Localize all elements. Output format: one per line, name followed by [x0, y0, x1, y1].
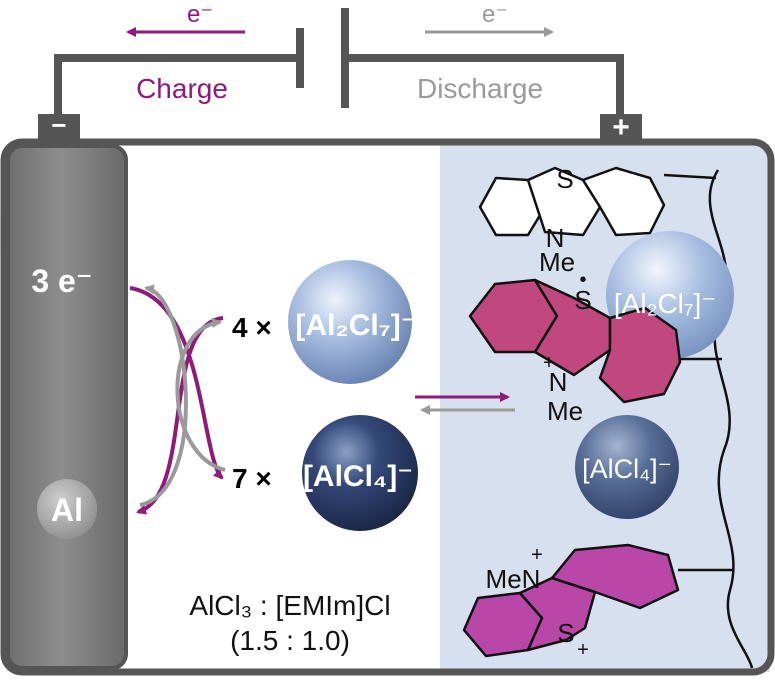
anode-electrons-label: 3 e⁻	[31, 263, 92, 299]
dication-right-ring	[550, 543, 680, 610]
discharge-arrow-upper	[139, 284, 188, 507]
phenothiazine-radical-cation	[468, 278, 682, 404]
anode-slab	[6, 144, 128, 670]
radical-sulfur: S	[574, 285, 591, 315]
radical-nitrogen: N	[549, 367, 568, 397]
linker-top	[663, 173, 717, 180]
positive-terminal-sign: +	[612, 111, 630, 144]
charge-label: Charge	[136, 73, 228, 104]
negative-terminal-sign: −	[51, 110, 66, 140]
neutral-nitrogen: N	[546, 223, 565, 253]
radical-right-ring	[598, 306, 682, 404]
electron-label-discharge: e⁻	[482, 1, 508, 28]
circuit-wire-left	[54, 54, 300, 118]
alcl4-formula: [AlCl₄]⁻	[303, 460, 413, 493]
discharge-label: Discharge	[417, 73, 543, 104]
electron-label-charge: e⁻	[187, 1, 213, 28]
neutral-methyl: Me	[539, 247, 575, 277]
radical-methyl: Me	[547, 396, 583, 426]
alcl4-count: 7 ×	[232, 463, 272, 494]
aluminum-anode: 3 e⁻ Al	[6, 144, 128, 670]
dication-sulfur-charge: +	[577, 639, 589, 661]
discharge-arrow-lower	[175, 318, 226, 472]
al2cl7-formula: [Al₂Cl₇]⁻	[295, 309, 416, 342]
cathode-alcl4-sphere	[575, 415, 679, 519]
aluminum-label: Al	[51, 492, 83, 528]
dication-sulfur: S	[557, 618, 574, 648]
alcl4-anion-sphere	[302, 415, 418, 531]
neutral-sulfur: S	[556, 164, 573, 194]
charge-arrow-upper	[129, 286, 224, 480]
external-circuit: − + e⁻ e⁻ Charge Discharge	[38, 1, 642, 144]
interface-arrows	[415, 392, 515, 415]
radical-dot: •	[579, 269, 586, 291]
positive-terminal	[600, 114, 642, 142]
electrolyte-composition: AlCl₃ : [EMIm]Cl	[189, 590, 390, 621]
phenothiazine-neutral	[478, 166, 666, 237]
electrolyte-ratio: (1.5 : 1.0)	[230, 625, 350, 656]
radical-center-ring	[533, 278, 612, 377]
cathode-al2cl7-label: [Al₂Cl₇]⁻	[614, 288, 716, 319]
dication-nitrogen-charge: +	[531, 544, 543, 566]
cell-outline	[0, 138, 775, 676]
dication-methyl-nitrogen: MeN	[486, 564, 541, 594]
electrolyte-species: 4 × [Al₂Cl₇]⁻ 7 × [AlCl₄]⁻ AlCl₃ : [EMIm…	[189, 260, 418, 656]
al2cl7-count: 4 ×	[232, 312, 272, 343]
radical-nitrogen-charge: +	[543, 352, 555, 374]
anode-reaction-arrows	[129, 284, 226, 515]
circuit-wire-right	[345, 54, 624, 118]
neutral-right-ring	[581, 166, 666, 237]
phenothiazine-dication	[462, 543, 680, 658]
aluminum-ion	[37, 479, 97, 539]
polymer-backbone	[708, 169, 754, 669]
negative-terminal	[38, 114, 80, 142]
cathode-alcl4-label: [AlCl₄]⁻	[582, 454, 672, 484]
al2cl7-anion-sphere	[288, 260, 412, 384]
